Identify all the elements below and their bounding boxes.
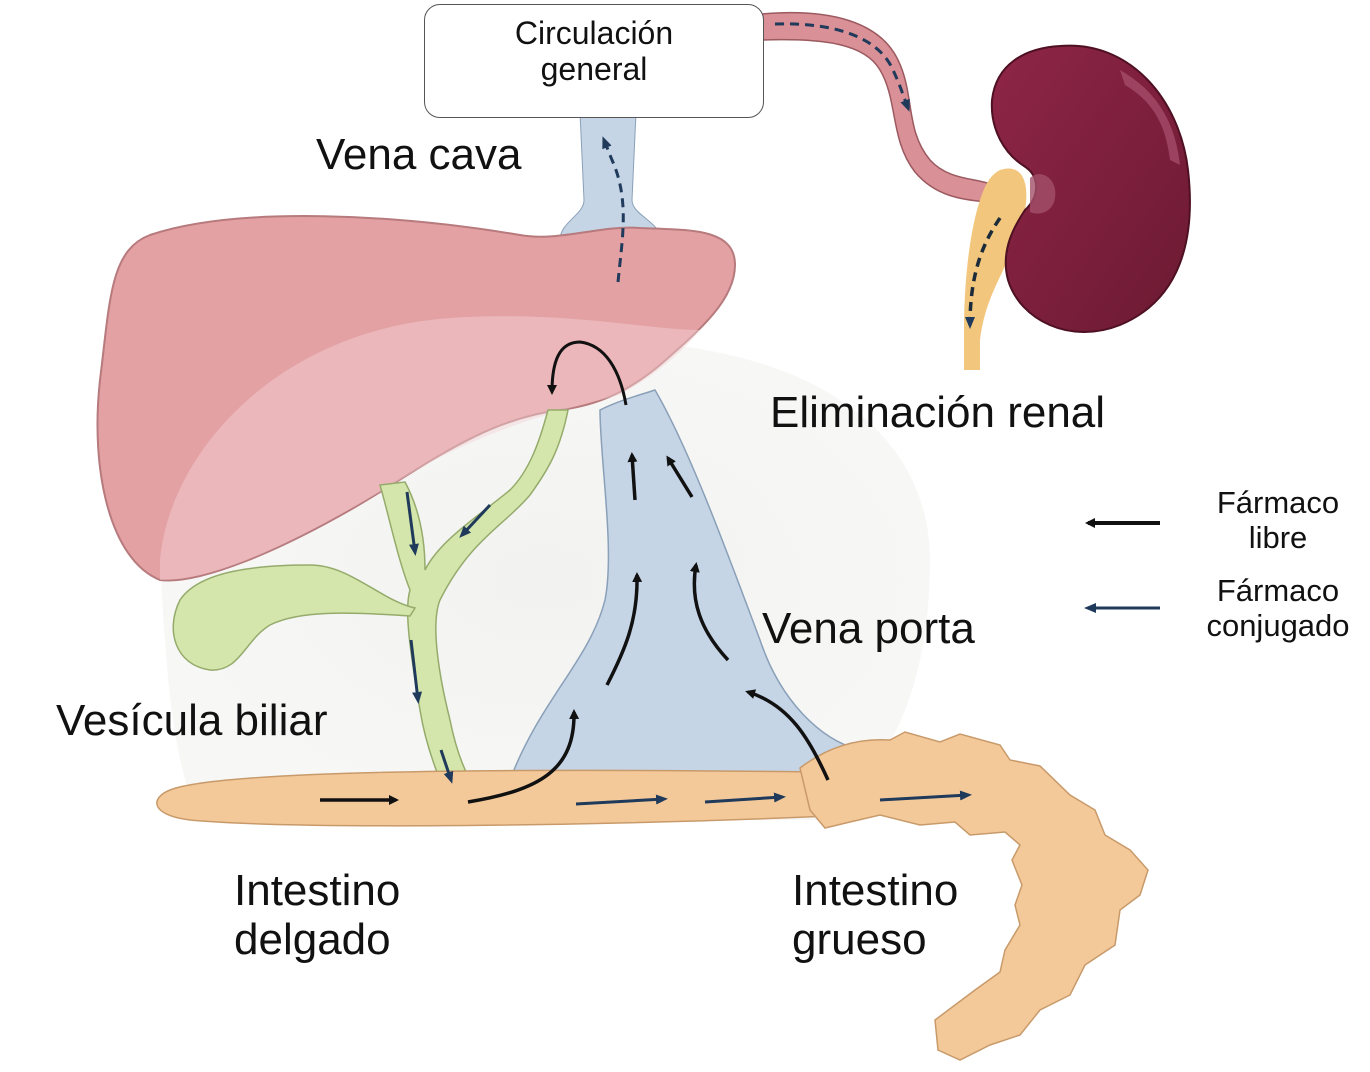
portal-flow-arrow-3	[605, 572, 643, 686]
portal-vein	[508, 389, 861, 781]
portal-flow-arrow-2	[666, 455, 694, 498]
bile-flow-arrow-3	[409, 639, 423, 704]
legend-conjugated-drug-label: Fármaco conjugado	[1190, 573, 1366, 643]
hepatic-uptake-curved-arrow	[547, 340, 628, 406]
colon-absorption-arrow	[745, 689, 830, 781]
label-line: Circulación	[514, 15, 674, 51]
gallbladder	[172, 564, 417, 671]
kidney	[990, 44, 1191, 334]
colon-conjugated-arrow	[879, 790, 972, 802]
liver-highlight	[160, 316, 700, 580]
renal-artery-flow-arrow	[774, 22, 910, 112]
bile-flow-arrow-2	[459, 503, 492, 538]
legend-free-drug-label: Fármaco libre	[1190, 485, 1366, 555]
label-line: Intestino	[792, 866, 959, 915]
large-intestine-label: Intestino grueso	[792, 866, 958, 965]
bile-flow-arrow-4	[439, 749, 454, 784]
bile-flow-arrow-1	[405, 491, 419, 556]
general-circulation-box	[424, 4, 764, 118]
intestine-conjugated-arrow-1	[575, 794, 668, 806]
vena-cava-flow-arrow	[602, 136, 625, 283]
renal-elimination-label: Eliminación renal	[770, 388, 1106, 437]
general-circulation-label: Circulación general	[424, 15, 764, 88]
intestine-conjugated-arrow-2	[704, 792, 786, 804]
label-line: grueso	[792, 915, 927, 965]
kidney-highlight	[1120, 70, 1180, 165]
label-line: delgado	[234, 915, 391, 965]
vena-cava-label: Vena cava	[316, 130, 522, 179]
ureter	[964, 168, 1027, 370]
gallbladder-label: Vesícula biliar	[56, 696, 328, 745]
vena-cava	[559, 111, 661, 241]
renal-artery	[761, 11, 991, 203]
large-intestine	[799, 731, 1149, 1061]
bile-duct	[379, 409, 569, 781]
label-line: libre	[1248, 519, 1308, 555]
portal-vein-label: Vena porta	[762, 604, 975, 653]
ureter-flow-arrow	[965, 217, 1002, 329]
portal-flow-arrow-4	[689, 562, 730, 662]
portal-flow-arrow-1	[627, 452, 638, 501]
label-line: Fármaco	[1216, 573, 1340, 608]
label-line: general	[540, 50, 648, 87]
label-line: Intestino	[234, 866, 401, 915]
small-intestine-label: Intestino delgado	[234, 866, 400, 965]
label-line: conjugado	[1206, 607, 1350, 643]
intestinal-absorption-arrow	[467, 709, 580, 804]
label-line: Fármaco	[1216, 485, 1340, 520]
kidney-hilum	[1030, 174, 1056, 214]
liver	[96, 215, 737, 582]
